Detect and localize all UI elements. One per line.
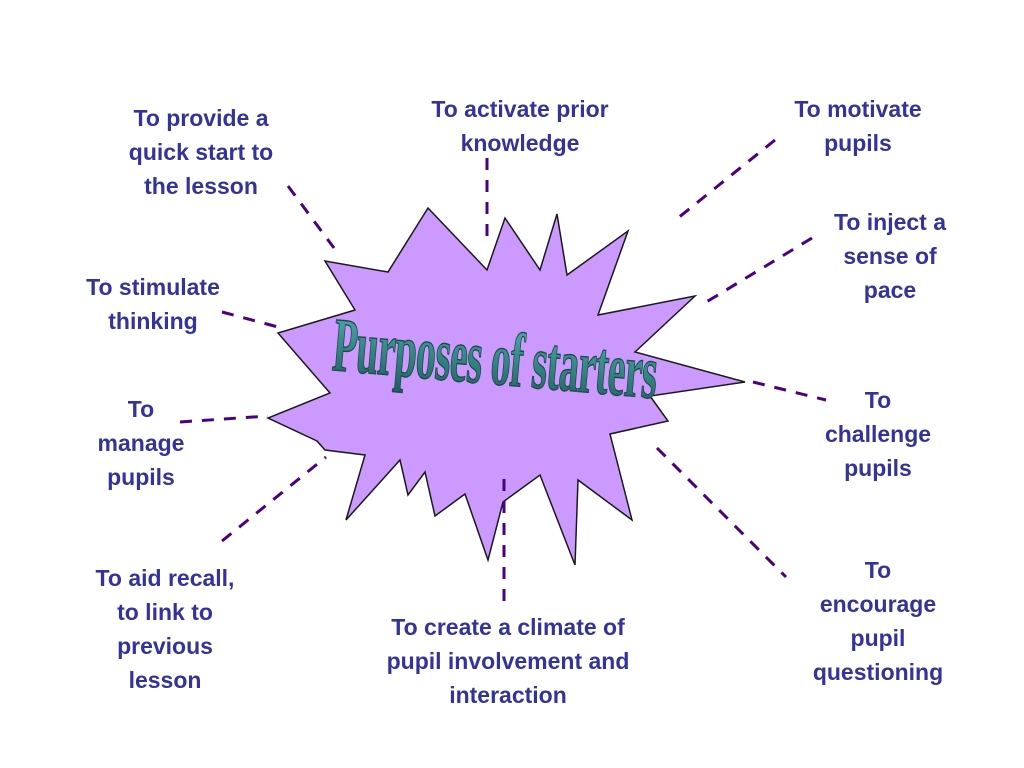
label-motivate: To motivate pupils xyxy=(794,96,922,156)
connector-motivate xyxy=(672,138,776,224)
label-prior-knowledge: To activate prior knowledge xyxy=(431,96,609,156)
connector-recall xyxy=(221,455,327,543)
label-challenge: To challenge pupils xyxy=(824,387,932,481)
starburst-shape xyxy=(266,206,746,566)
connector-manage xyxy=(179,414,269,424)
connector-quick-start xyxy=(286,185,336,249)
connector-stimulate xyxy=(221,310,279,329)
connector-challenge xyxy=(752,380,827,402)
connector-questioning xyxy=(655,446,788,579)
label-pace: To inject a sense of pace xyxy=(833,209,947,303)
connector-pace xyxy=(702,236,813,306)
label-stimulate: To stimulate thinking xyxy=(86,274,220,334)
label-quick-start: To provide a quick start to the lesson xyxy=(128,105,274,199)
label-climate: To create a climate of pupil involvement… xyxy=(386,614,630,708)
label-questioning: To encourage pupil questioning xyxy=(812,557,944,685)
label-recall: To aid recall, to link to previous lesso… xyxy=(95,565,235,693)
label-manage: To manage pupils xyxy=(97,396,185,490)
